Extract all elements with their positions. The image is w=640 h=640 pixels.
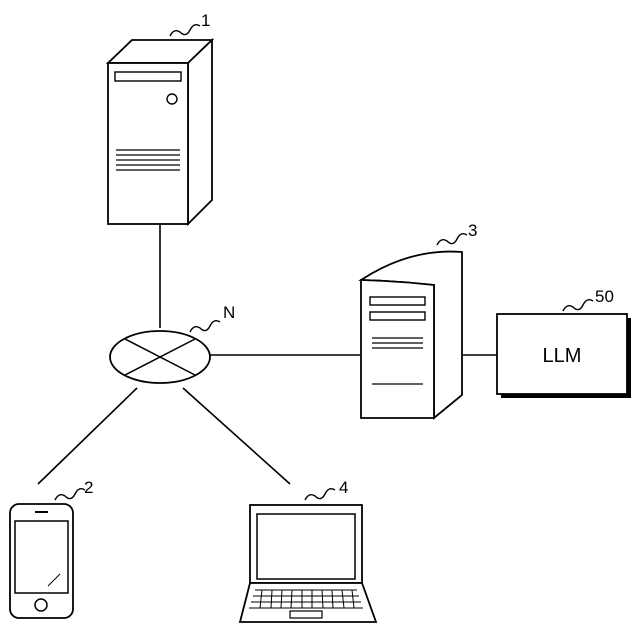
laptop-icon bbox=[240, 505, 376, 622]
server-3-ref: 3 bbox=[468, 221, 477, 240]
link-network-laptop bbox=[183, 388, 290, 484]
smartphone-icon bbox=[10, 504, 73, 618]
link-network-smartphone bbox=[38, 388, 137, 484]
server-3-icon bbox=[361, 252, 462, 418]
laptop-ref: 4 bbox=[339, 478, 348, 497]
server-1-ref: 1 bbox=[201, 11, 210, 30]
server-1-leader bbox=[170, 25, 200, 36]
server-3-leader bbox=[437, 234, 467, 245]
llm-leader bbox=[563, 300, 593, 311]
network-ref: N bbox=[223, 303, 235, 322]
network-leader bbox=[190, 321, 220, 332]
llm-label: LLM bbox=[543, 345, 582, 367]
server-1-icon bbox=[108, 40, 212, 224]
network-icon bbox=[110, 331, 210, 383]
smartphone-ref: 2 bbox=[84, 478, 93, 497]
llm-ref: 50 bbox=[595, 287, 614, 306]
laptop-leader bbox=[305, 489, 335, 500]
smartphone-leader bbox=[55, 489, 85, 500]
